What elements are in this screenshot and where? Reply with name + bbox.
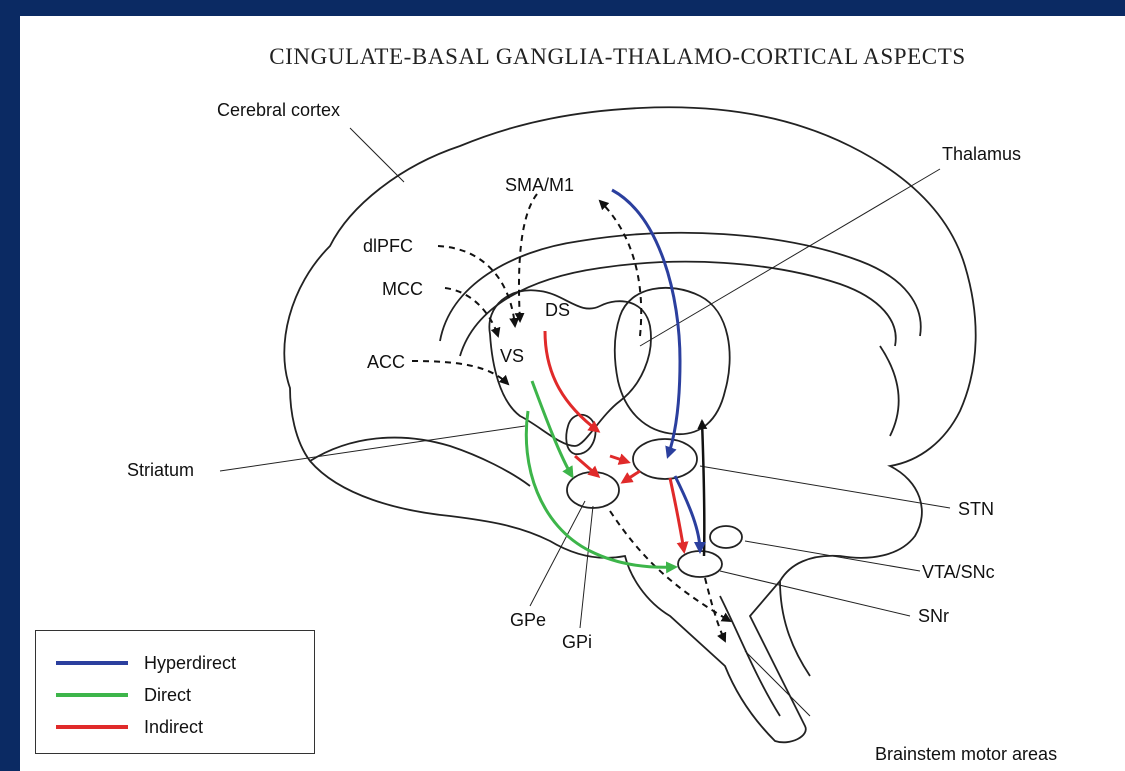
legend: Hyperdirect Direct Indirect xyxy=(35,630,315,754)
legend-label-indirect: Indirect xyxy=(144,717,203,738)
thalamus-shape xyxy=(615,288,730,434)
vta-snc-shape xyxy=(710,526,742,548)
snr-to-brainstem-arrow xyxy=(705,578,725,641)
gp-shape xyxy=(567,472,619,508)
label-mcc: MCC xyxy=(382,279,423,299)
snc-to-thalamus-arrow xyxy=(702,421,704,556)
label-vs: VS xyxy=(500,346,524,366)
stn-shape xyxy=(633,439,697,479)
label-snr: SNr xyxy=(918,606,949,626)
label-cerebral-cortex: Cerebral cortex xyxy=(217,100,340,120)
legend-item-hyperdirect: Hyperdirect xyxy=(56,651,236,675)
legend-item-direct: Direct xyxy=(56,683,191,707)
label-vta-snc: VTA/SNc xyxy=(922,562,995,582)
diagram-panel: CINGULATE-BASAL GANGLIA-THALAMO-CORTICAL… xyxy=(20,16,1125,771)
label-ds: DS xyxy=(545,300,570,320)
label-striatum: Striatum xyxy=(127,460,194,480)
legend-label-direct: Direct xyxy=(144,685,191,706)
legend-label-hyperdirect: Hyperdirect xyxy=(144,653,236,674)
label-sma-m1: SMA/M1 xyxy=(505,175,574,195)
label-stn: STN xyxy=(958,499,994,519)
direct-pathway xyxy=(526,381,675,567)
snr-shape xyxy=(678,551,722,577)
label-acc: ACC xyxy=(367,352,405,372)
label-gpe: GPe xyxy=(510,610,546,630)
sma-to-ds-arrow xyxy=(519,194,537,321)
label-gpi: GPi xyxy=(562,632,592,652)
legend-swatch-direct xyxy=(56,693,128,697)
label-brainstem: Brainstem motor areas xyxy=(875,744,1057,764)
legend-swatch-hyperdirect xyxy=(56,661,128,665)
label-dlpfc: dlPFC xyxy=(363,236,413,256)
legend-item-indirect: Indirect xyxy=(56,715,203,739)
hyperdirect-pathway xyxy=(612,190,700,551)
legend-swatch-indirect xyxy=(56,725,128,729)
label-thalamus: Thalamus xyxy=(942,144,1021,164)
